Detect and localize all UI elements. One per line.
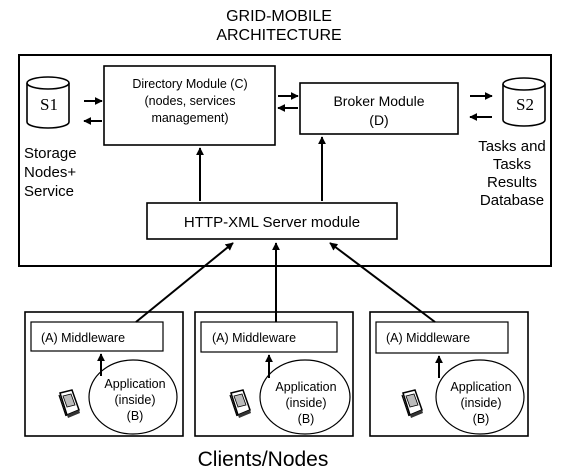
application-line-3: (B): [473, 412, 490, 426]
title-line-2: ARCHITECTURE: [216, 27, 341, 44]
client-node-3: (A) Middleware Application (inside) (B): [369, 311, 529, 437]
s2-label: S2: [516, 95, 534, 114]
s1-label: S1: [40, 95, 58, 114]
application-ellipse: [435, 359, 525, 435]
tasks-caption-line-3: Results: [487, 174, 537, 191]
tasks-caption-line-4: Database: [480, 192, 544, 209]
application-line-1: Application: [275, 380, 336, 394]
storage-caption-line-1: Storage: [24, 145, 77, 162]
database-cylinder-icon: [26, 76, 70, 129]
application-line-2: (inside): [115, 393, 156, 407]
storage-caption-line-2: Nodes+: [24, 164, 76, 181]
pda-icon: [229, 389, 251, 418]
broker-module-id: (D): [369, 112, 388, 128]
tasks-caption-line-2: Tasks: [493, 156, 531, 173]
application-ellipse: [88, 359, 178, 435]
pda-icon: [58, 389, 80, 418]
arrow-client3-to-server: [329, 242, 436, 323]
title-line-1: GRID-MOBILE: [226, 8, 332, 25]
directory-module-title: Directory Module (C): [132, 77, 247, 91]
client-node-1: (A) Middleware Application (inside) (B): [24, 311, 184, 437]
middleware-box: [30, 321, 164, 352]
server-frame: [18, 54, 552, 267]
clients-nodes-label: Clients/Nodes: [198, 448, 329, 471]
tasks-caption-line-1: Tasks and: [478, 138, 546, 155]
pda-icon: [401, 389, 423, 418]
http-xml-server-label: HTTP-XML Server module: [184, 214, 360, 231]
application-line-3: (B): [127, 409, 144, 423]
middleware-label: (A) Middleware: [212, 331, 296, 345]
http-xml-server-box: [146, 202, 398, 240]
client-node-2: (A) Middleware Application (inside) (B): [194, 311, 354, 437]
application-line-1: Application: [104, 377, 165, 391]
application-line-2: (inside): [461, 396, 502, 410]
application-line-3: (B): [298, 412, 315, 426]
arrow-client1-to-server: [135, 242, 234, 323]
application-line-2: (inside): [286, 396, 327, 410]
directory-module-line-2: (nodes, services: [144, 94, 235, 108]
directory-module-line-3: management): [151, 111, 228, 125]
middleware-label: (A) Middleware: [41, 331, 125, 345]
storage-s1: S1: [26, 76, 70, 129]
storage-s2: S2: [502, 77, 546, 127]
application-ellipse: [259, 359, 351, 435]
storage-caption-line-3: Service: [24, 183, 74, 200]
broker-module-title: Broker Module: [333, 93, 424, 109]
application-line-1: Application: [450, 380, 511, 394]
directory-module-box: [103, 65, 276, 146]
middleware-label: (A) Middleware: [386, 331, 470, 345]
broker-module-box: [299, 82, 459, 135]
middleware-box: [375, 321, 509, 354]
middleware-box: [200, 321, 338, 353]
database-cylinder-icon: [502, 77, 546, 127]
